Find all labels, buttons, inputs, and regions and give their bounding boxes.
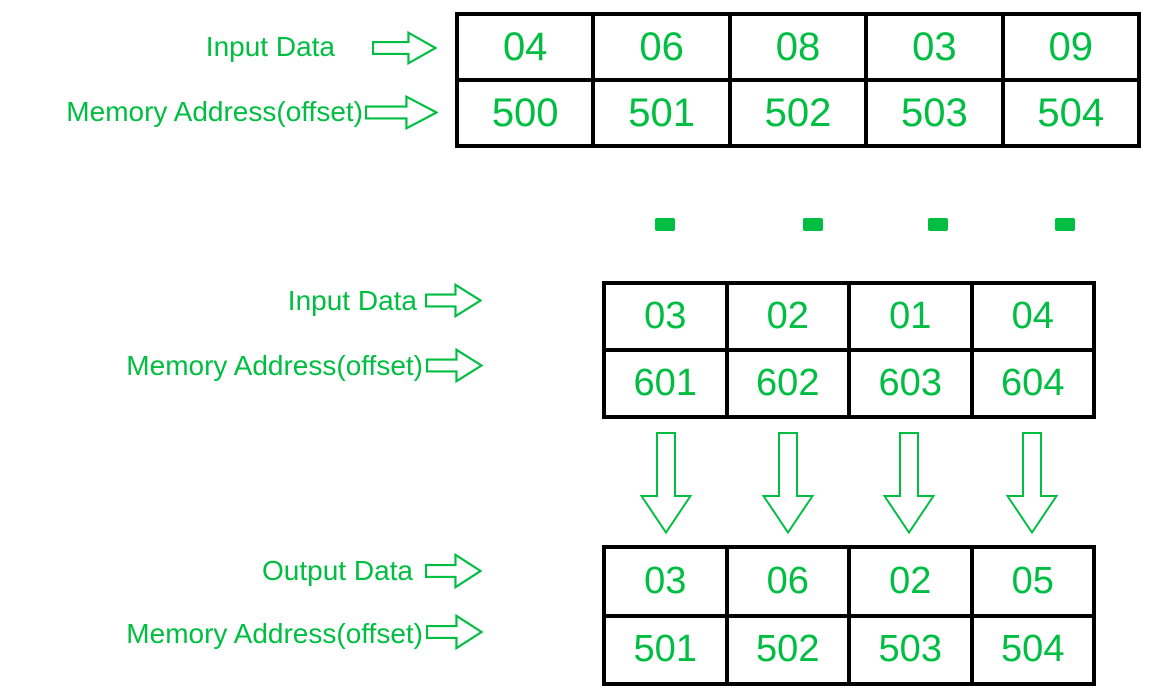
table-cell: 09 <box>1004 16 1137 78</box>
table-cell: 05 <box>973 549 1092 614</box>
table-cell: 503 <box>851 617 970 682</box>
input-table-500: 04 06 08 03 09 500 501 502 503 504 <box>455 12 1141 148</box>
table-cell: 02 <box>728 285 847 348</box>
table-cell: 03 <box>606 285 725 348</box>
table-cell: 08 <box>731 16 865 78</box>
right-arrow-icon <box>365 95 438 130</box>
table-cell: 504 <box>1004 82 1137 144</box>
top-input-data-label: Input Data <box>205 31 335 62</box>
table-cell: 01 <box>851 285 970 348</box>
table-cell: 602 <box>728 352 847 415</box>
table-cell: 03 <box>868 16 1001 78</box>
minus-icon <box>1055 218 1075 231</box>
middle-memory-address-label: Memory Address(offset) <box>126 350 423 381</box>
top-memory-address-label: Memory Address(offset) <box>66 96 363 127</box>
down-arrow-icon <box>640 432 692 534</box>
right-arrow-icon <box>372 31 437 65</box>
middle-input-data-label: Input Data <box>287 285 417 316</box>
output-table-500: 03 06 02 05 501 502 503 504 <box>602 545 1096 686</box>
table-cell: 04 <box>973 285 1092 348</box>
table-cell: 502 <box>731 82 865 144</box>
table-cell: 603 <box>851 352 970 415</box>
table-cell: 06 <box>728 549 847 614</box>
table-cell: 601 <box>606 352 725 415</box>
table-cell: 04 <box>459 16 592 78</box>
table-cell: 504 <box>973 617 1092 682</box>
right-arrow-icon <box>425 283 482 318</box>
table-cell: 502 <box>728 617 847 682</box>
table-cell: 501 <box>595 82 728 144</box>
table-cell: 604 <box>973 352 1092 415</box>
table-cell: 503 <box>868 82 1001 144</box>
table-cell: 06 <box>595 16 728 78</box>
down-arrow-icon <box>1006 432 1058 534</box>
minus-icon <box>928 218 948 231</box>
right-arrow-icon <box>426 614 483 650</box>
bottom-memory-address-label: Memory Address(offset) <box>126 618 423 649</box>
minus-icon <box>655 218 675 231</box>
table-cell: 500 <box>459 82 592 144</box>
table-cell: 03 <box>606 549 725 614</box>
right-arrow-icon <box>426 348 483 383</box>
table-cell: 501 <box>606 617 725 682</box>
minus-icon <box>803 218 823 231</box>
input-table-600: 03 02 01 04 601 602 603 604 <box>602 281 1096 419</box>
right-arrow-icon <box>425 553 482 589</box>
table-cell: 02 <box>851 549 970 614</box>
down-arrow-icon <box>762 432 814 534</box>
output-data-label: Output Data <box>262 555 413 586</box>
down-arrow-icon <box>883 432 935 534</box>
